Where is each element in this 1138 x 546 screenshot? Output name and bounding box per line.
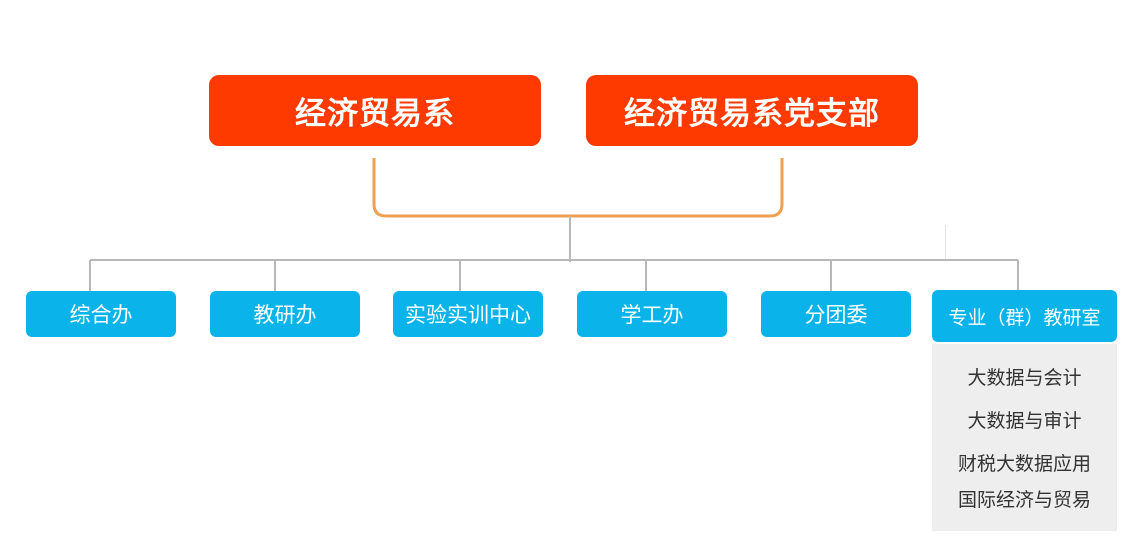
unit-training-center: 实验实训中心 — [393, 291, 543, 337]
top-box-department: 经济贸易系 — [209, 75, 541, 146]
unit-program-teaching-rooms: 专业（群）教研室 — [932, 290, 1117, 342]
bracket-connector — [372, 158, 784, 218]
unit-label: 实验实训中心 — [405, 303, 531, 327]
party-branch-label: 经济贸易系党支部 — [624, 96, 880, 132]
unit-label: 教研办 — [253, 303, 317, 327]
program-list-panel: 大数据与会计 大数据与审计 财税大数据应用 国际经济与贸易 — [932, 344, 1117, 531]
top-box-party-branch: 经济贸易系党支部 — [586, 75, 918, 146]
unit-youth-league: 分团委 — [761, 291, 911, 337]
unit-label: 综合办 — [69, 303, 133, 327]
program-item: 大数据与审计 — [967, 410, 1082, 432]
unit-general-office: 综合办 — [26, 291, 176, 337]
program-item: 财税大数据应用 — [957, 453, 1091, 475]
program-item: 大数据与会计 — [967, 367, 1082, 389]
unit-teaching-office: 教研办 — [210, 291, 360, 337]
unit-label: 专业（群）教研室 — [948, 306, 1101, 329]
program-item: 国际经济与贸易 — [957, 489, 1091, 511]
decorative-notch — [869, 225, 946, 259]
department-label: 经济贸易系 — [295, 96, 455, 132]
unit-student-affairs: 学工办 — [577, 291, 727, 337]
unit-label: 分团委 — [804, 303, 868, 327]
unit-label: 学工办 — [620, 303, 684, 327]
